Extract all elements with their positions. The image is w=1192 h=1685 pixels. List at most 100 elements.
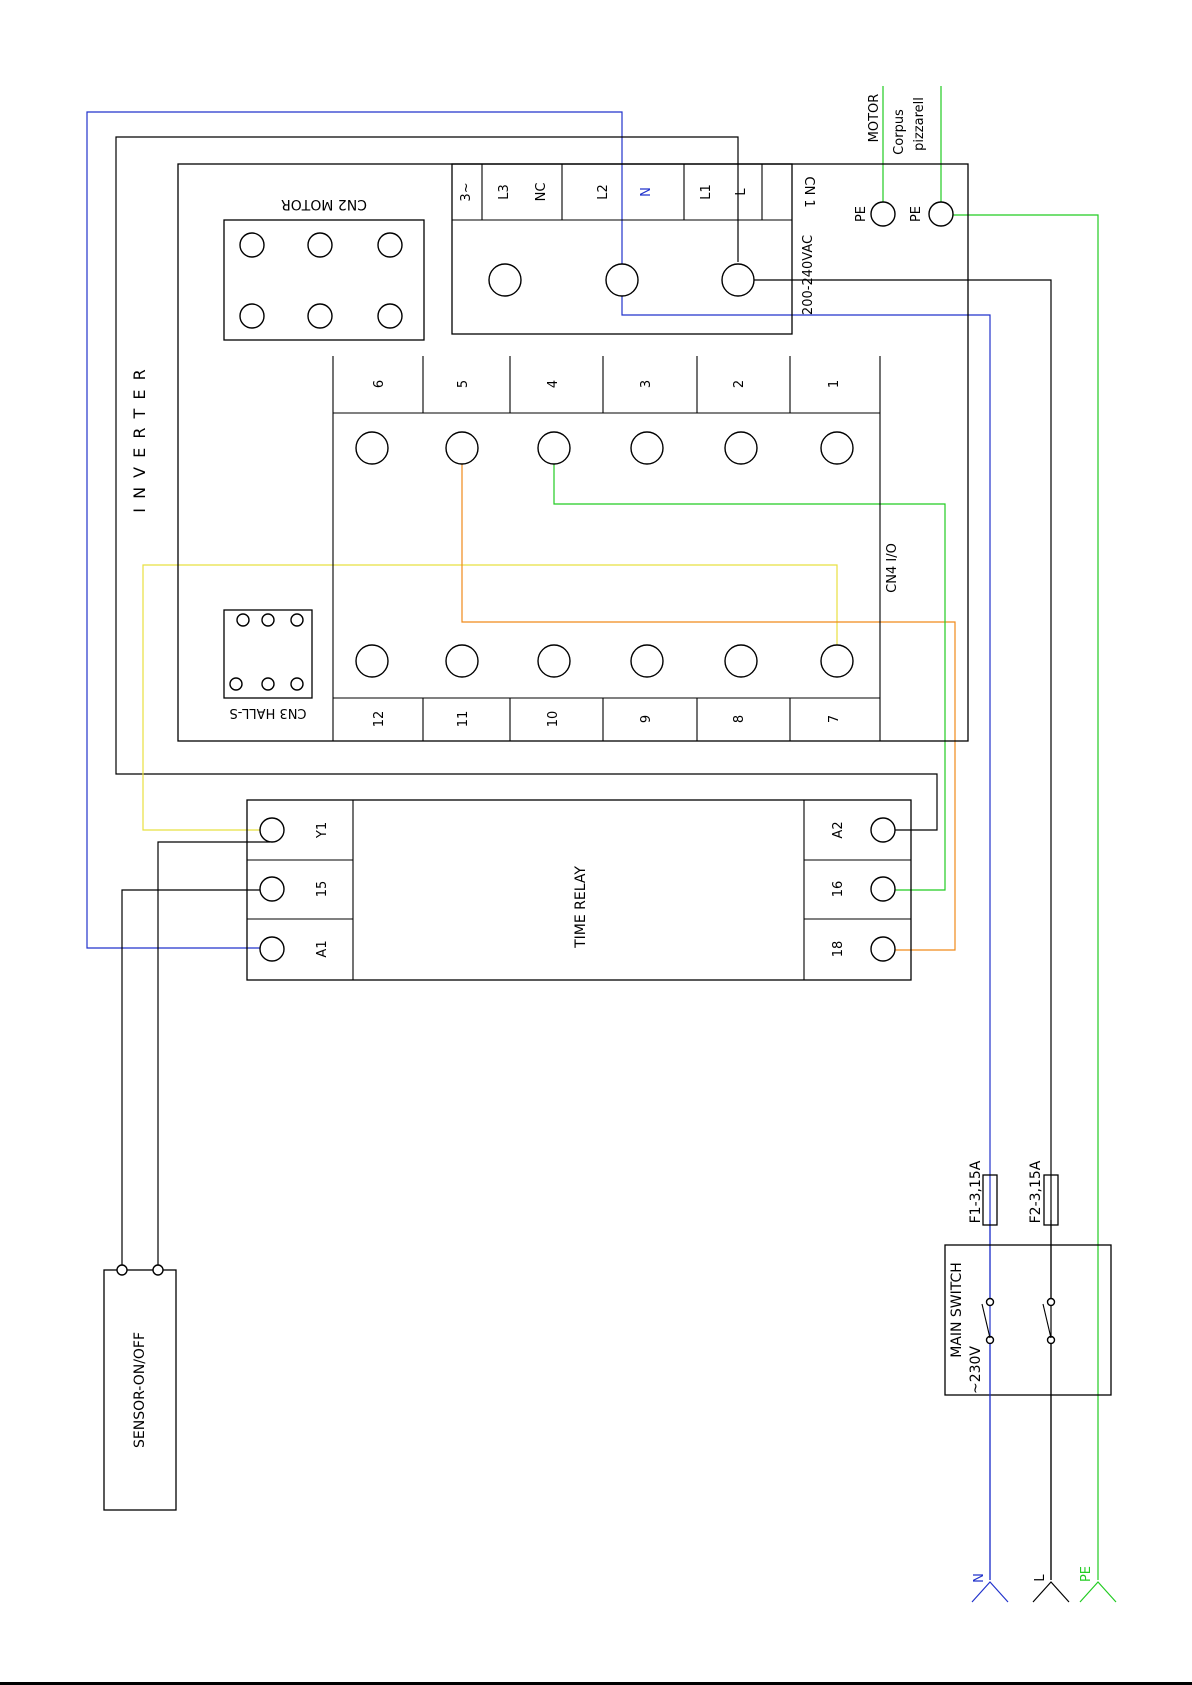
wire-sensor-2 (158, 842, 270, 1265)
wires (87, 86, 1098, 1580)
cn1-voltage: 200-240VAC (801, 235, 816, 315)
wire-line-supply (750, 280, 1051, 1580)
io-label-3: 3 (639, 380, 654, 388)
cn2-pin (308, 304, 332, 328)
supply-arrow-l (1033, 1582, 1069, 1602)
relay-label-a1: A1 (315, 940, 330, 957)
relay-label-16: 16 (831, 881, 846, 898)
inverter: I N V E R T E R CN2 MOTOR 3~ L3 NC L2 N (130, 164, 968, 741)
pe-terminal-corpus (929, 202, 953, 226)
main-switch-voltage: ~230V (968, 1346, 984, 1394)
main-switch: F1-3,15A F2-3,15A MAIN SWITCH ~230V (945, 1160, 1111, 1580)
time-relay: Y1 15 A1 A2 16 18 TIME RELAY (247, 800, 911, 980)
relay-label-a2: A2 (831, 821, 846, 838)
supply-label-l: L (1033, 1574, 1048, 1582)
relay-terminal-15 (260, 877, 284, 901)
cn1-label-3ph: 3~ (459, 182, 474, 201)
main-switch-label: MAIN SWITCH (949, 1262, 965, 1358)
cn2-label: CN2 MOTOR (281, 196, 367, 212)
relay-terminal-a2 (871, 818, 895, 842)
cn1-label-l1: L1 (699, 184, 714, 200)
cn3-pin (230, 678, 242, 690)
io-label-1: 1 (827, 380, 842, 388)
io-terminal-12 (356, 645, 388, 677)
cn2-pin (378, 233, 402, 257)
relay-terminal-y1 (260, 818, 284, 842)
io-terminal-11 (446, 645, 478, 677)
cn1-label-nc: NC (534, 183, 549, 202)
io-label-12: 12 (372, 711, 387, 728)
io-label-8: 8 (732, 715, 747, 723)
sensor-pin (153, 1265, 163, 1275)
sensor-pin (117, 1265, 127, 1275)
relay-label-18: 18 (831, 941, 846, 958)
io-label-10: 10 (546, 711, 561, 728)
corpus-label: Corpus (892, 109, 907, 155)
pe-terminals: PE PE MOTOR Corpus pizzarell (854, 94, 953, 226)
corpus-label-2: pizzarell (912, 97, 927, 151)
pe-terminal-motor (871, 202, 895, 226)
wire-neutral-relay (87, 112, 622, 948)
io-terminal-8 (725, 645, 757, 677)
cn4-io: 6 5 4 3 2 1 12 11 10 9 8 7 CN4 I/O (333, 356, 900, 741)
cn1-label-l3: L3 (497, 184, 512, 200)
io-terminal-6 (356, 432, 388, 464)
relay-terminal-18 (871, 937, 895, 961)
io-terminal-10 (538, 645, 570, 677)
io-terminal-3 (631, 432, 663, 464)
relay-label-y1: Y1 (315, 822, 330, 839)
cn3-pin (262, 678, 274, 690)
cn3-pin (291, 614, 303, 626)
io-label-4: 4 (546, 380, 561, 388)
cn2-pin (308, 233, 332, 257)
supply: N L PE (972, 1566, 1116, 1602)
cn2-pin (240, 233, 264, 257)
cn1-terminal-n (606, 264, 638, 296)
wire-sensor-1 (122, 890, 260, 1265)
io-label-2: 2 (732, 380, 747, 388)
pe-label-2: PE (909, 206, 924, 222)
cn3-pin (291, 678, 303, 690)
cn1-terminal-l (722, 264, 754, 296)
cn1-label-n: N (639, 187, 654, 197)
relay-terminal-a1 (260, 937, 284, 961)
cn1-power: 3~ L3 NC L2 N L1 L CN 1 200-240VAC (452, 164, 816, 334)
supply-label-n: N (972, 1573, 987, 1583)
supply-label-pe: PE (1079, 1566, 1094, 1582)
cn1-label-l: L (734, 188, 749, 196)
cn2-pin (240, 304, 264, 328)
pe-label-1: PE (854, 206, 869, 222)
sensor: SENSOR-ON/OFF (104, 1265, 176, 1510)
io-label-11: 11 (456, 711, 471, 728)
fuse-f1-label: F1-3,15A (968, 1160, 984, 1223)
io-terminal-4 (538, 432, 570, 464)
supply-arrow-pe (1080, 1582, 1116, 1602)
cn1-label-l2: L2 (596, 184, 611, 200)
io-terminal-2 (725, 432, 757, 464)
relay-terminal-16 (871, 877, 895, 901)
io-terminal-1 (821, 432, 853, 464)
cn2-pin (378, 304, 402, 328)
inverter-title: I N V E R T E R (130, 367, 149, 512)
io-label-7: 7 (827, 715, 842, 723)
cn3-hall: CN3 HALL-S (224, 610, 312, 720)
relay-label-15: 15 (315, 881, 330, 898)
cn3-label: CN3 HALL-S (229, 705, 306, 720)
io-label-9: 9 (639, 715, 654, 723)
io-terminal-5 (446, 432, 478, 464)
cn1-terminal-l3 (489, 264, 521, 296)
io-label-6: 6 (372, 380, 387, 388)
motor-label: MOTOR (867, 94, 882, 143)
sensor-label: SENSOR-ON/OFF (132, 1332, 148, 1448)
cn3-pin (262, 614, 274, 626)
io-label-5: 5 (456, 380, 471, 388)
cn4-label: CN4 I/O (885, 543, 900, 593)
cn2-motor: CN2 MOTOR (224, 196, 424, 340)
cn1-label-cn1: CN 1 (801, 176, 816, 207)
fuse-f2-label: F2-3,15A (1028, 1160, 1044, 1223)
supply-arrow-n (972, 1582, 1008, 1602)
io-terminal-7 (821, 645, 853, 677)
cn3-pin (237, 614, 249, 626)
relay-title: TIME RELAY (573, 866, 589, 949)
